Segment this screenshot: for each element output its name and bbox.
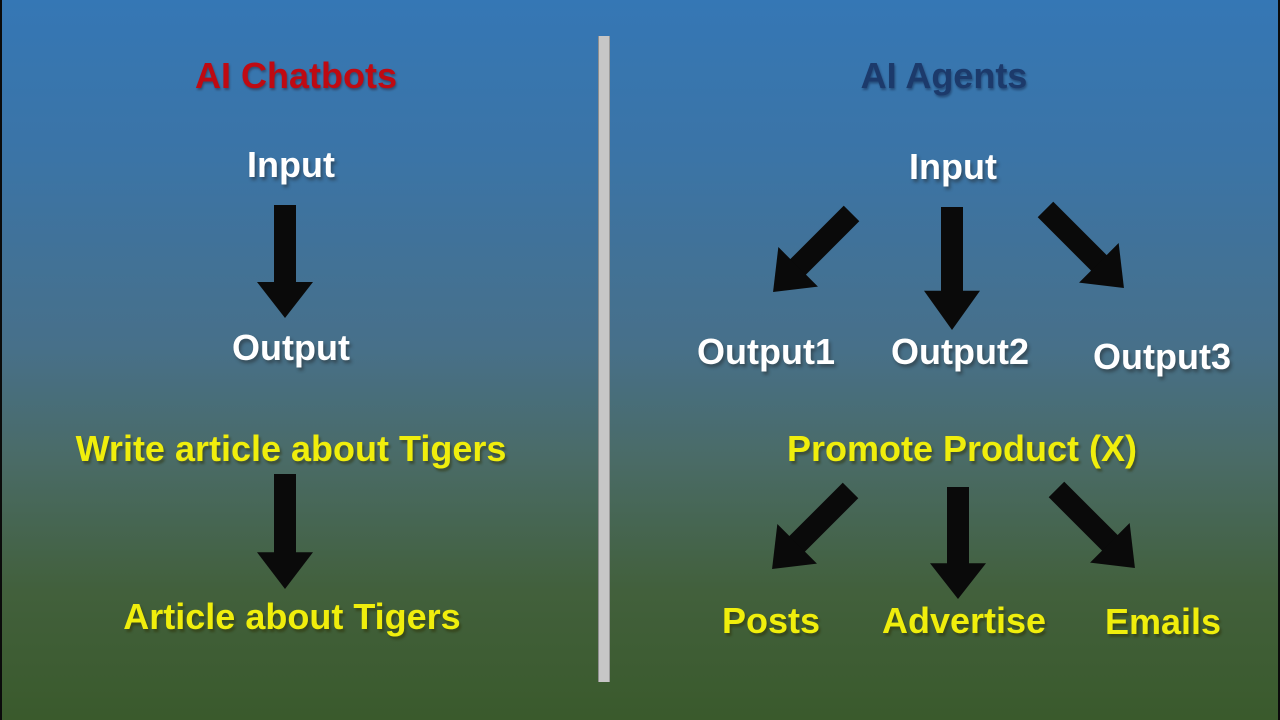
right-output1-label: Output1 — [697, 331, 835, 372]
right-output2-label: Output2 — [891, 331, 1029, 372]
down-arrow-icon — [928, 487, 988, 600]
right-panel-title: AI Agents — [860, 55, 1028, 96]
down-right-arrow-icon — [1035, 468, 1157, 590]
right-edge-line — [1278, 0, 1280, 720]
right-example-output2: Advertise — [881, 600, 1047, 641]
left-edge-line — [0, 0, 2, 720]
left-output-label: Output — [232, 327, 350, 368]
right-example-output1: Posts — [721, 600, 821, 641]
down-arrow-icon — [255, 474, 315, 590]
left-example-result: Article about Tigers — [123, 596, 461, 637]
panel-divider — [598, 36, 610, 682]
left-example-prompt: Write article about Tigers — [75, 428, 507, 469]
down-left-arrow-icon — [751, 192, 873, 314]
right-output3-label: Output3 — [1093, 336, 1231, 377]
down-left-arrow-icon — [750, 469, 872, 591]
right-example-prompt: Promote Product (X) — [786, 428, 1138, 469]
right-example-output3: Emails — [1104, 601, 1222, 642]
left-panel-title: AI Chatbots — [195, 55, 397, 96]
down-right-arrow-icon — [1024, 188, 1146, 310]
right-input-label: Input — [909, 146, 997, 187]
down-arrow-icon — [922, 207, 982, 331]
left-input-label: Input — [247, 144, 335, 185]
down-arrow-icon — [255, 205, 315, 319]
